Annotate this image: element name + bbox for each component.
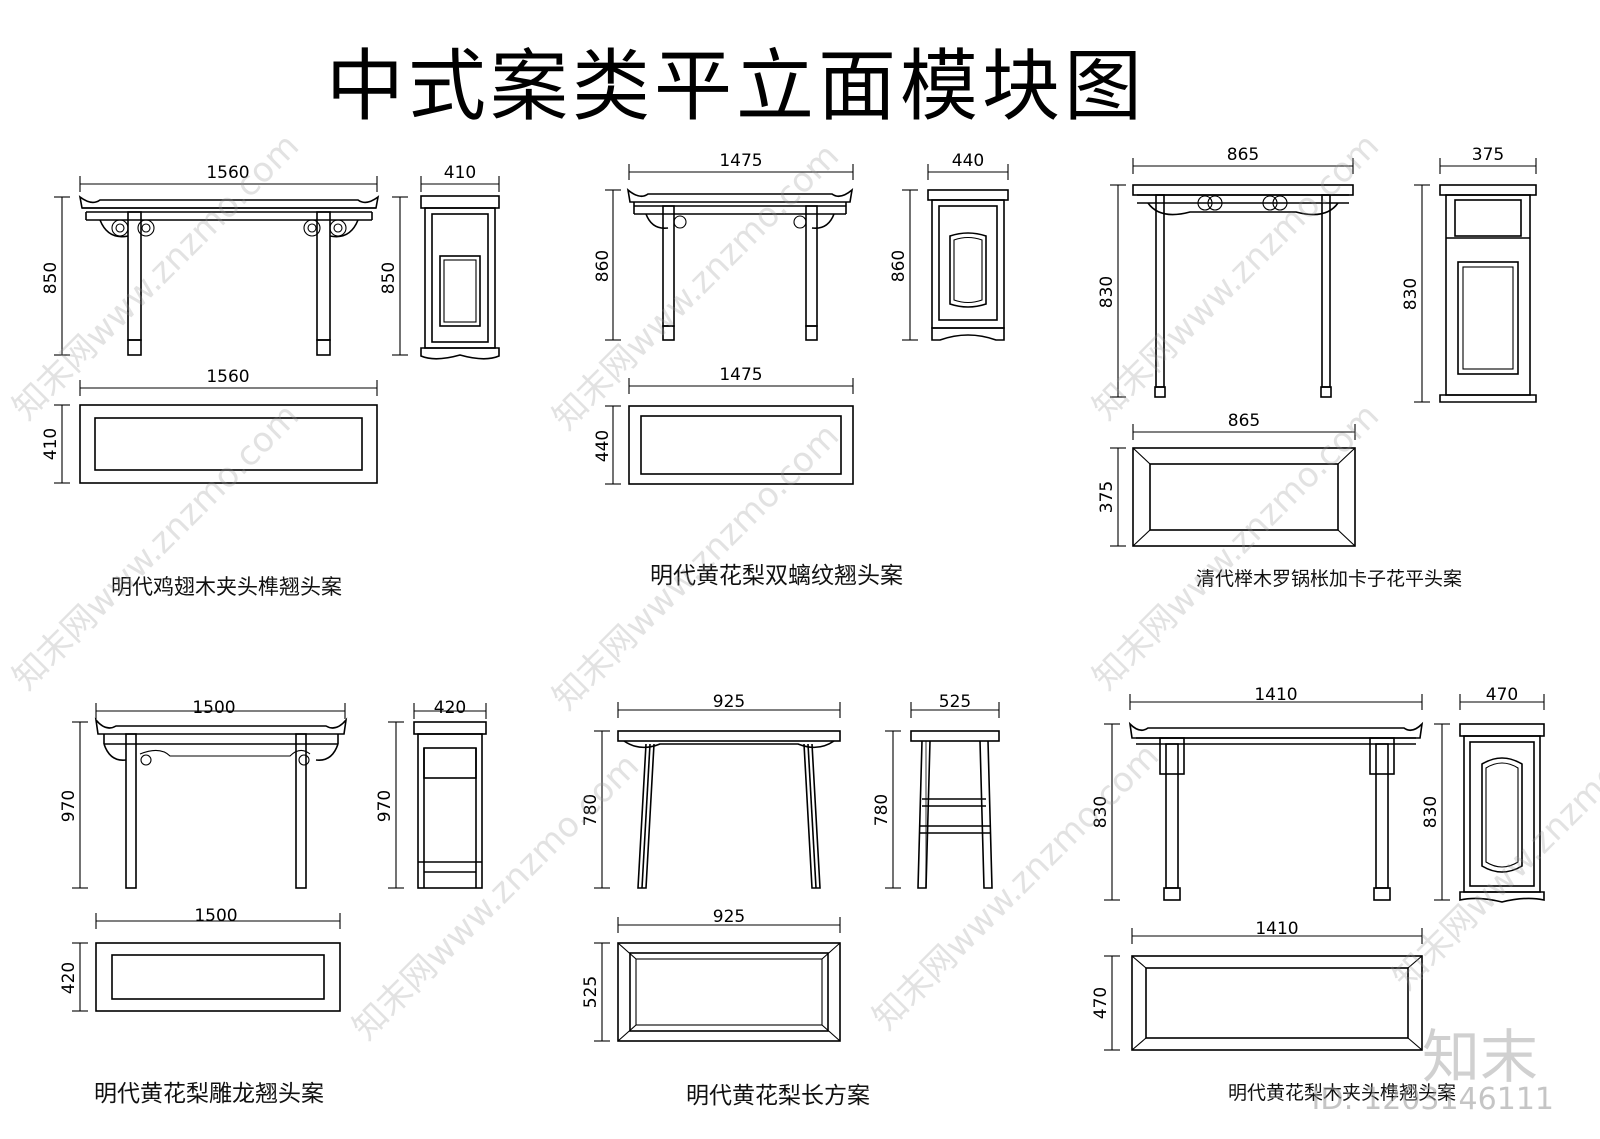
- m3-side-width: 375: [1472, 145, 1504, 165]
- module-5-plan: [617, 942, 841, 1042]
- m1-plan-width: 1560: [206, 367, 249, 387]
- m6-front-width: 1410: [1254, 685, 1297, 705]
- module-3-dimensions: 865 830 375 830 865 375: [1097, 145, 1537, 547]
- m6-side-height: 830: [1421, 796, 1441, 828]
- module-4-drawings: 1500 970 420 970 1500 420: [59, 698, 487, 1012]
- m6-plan-depth: 470: [1091, 987, 1111, 1019]
- module-1-side-elevation: [420, 195, 500, 360]
- m2-front-height: 860: [593, 250, 613, 282]
- m3-plan-depth: 375: [1097, 481, 1117, 513]
- module-1-front-elevation: [78, 195, 380, 356]
- module-6-dimensions: 1410 830 470 830 1410 470: [1091, 685, 1545, 1051]
- m4-plan-width: 1500: [194, 906, 237, 926]
- m4-side-width: 420: [434, 698, 466, 718]
- m1-front-width: 1560: [206, 163, 249, 183]
- m2-plan-depth: 440: [593, 430, 613, 462]
- module-3-side-elevation: [1439, 184, 1537, 403]
- module-4-side-elevation: [413, 721, 487, 889]
- module-1-plan: [79, 404, 378, 484]
- caption-module-1: 明代鸡翅木夹头榫翘头案: [111, 575, 342, 599]
- m5-plan-width: 925: [713, 907, 745, 927]
- module-4-front-elevation: [94, 717, 348, 889]
- module-6-plan: [1131, 955, 1423, 1051]
- m3-plan-width: 865: [1228, 411, 1260, 431]
- module-5-drawings: 925 780 525 780 925 525: [581, 692, 1000, 1042]
- module-3-front-elevation: [1132, 184, 1354, 398]
- caption-module-3: 清代榉木罗锅枨加卡子花平头案: [1196, 568, 1463, 590]
- m5-side-height: 780: [872, 794, 892, 826]
- m4-front-height: 970: [59, 790, 79, 822]
- m6-side-width: 470: [1486, 685, 1518, 705]
- caption-module-4: 明代黄花梨雕龙翘头案: [94, 1081, 324, 1107]
- m4-side-height: 970: [375, 790, 395, 822]
- module-1-dimensions: 1560 850 410 850 1560 410: [41, 163, 500, 484]
- m2-side-height: 860: [889, 250, 909, 282]
- image-id: ID: 1203146111: [1311, 1082, 1554, 1117]
- module-6-front-elevation: [1128, 721, 1424, 901]
- module-5-side-elevation: [910, 730, 1000, 889]
- m1-plan-depth: 410: [41, 428, 61, 460]
- module-2-front-elevation: [626, 188, 854, 341]
- brand-logo: 知末: [1421, 1023, 1538, 1091]
- m3-side-height: 830: [1401, 278, 1421, 310]
- m5-side-width: 525: [939, 692, 971, 712]
- module-2-plan: [628, 405, 854, 485]
- module-4-dimensions: 1500 970 420 970 1500 420: [59, 698, 487, 1012]
- module-1-drawings: 1560 850 410 850 1560 410: [41, 163, 500, 484]
- caption-module-6: 明代黄花梨木夹头榫翘头案: [1228, 1082, 1457, 1104]
- m1-front-height: 850: [41, 262, 61, 294]
- m5-front-width: 925: [713, 692, 745, 712]
- m1-side-width: 410: [444, 163, 476, 183]
- m3-front-height: 830: [1097, 276, 1117, 308]
- caption-module-2: 明代黄花梨双螭纹翘头案: [650, 563, 903, 589]
- m5-front-height: 780: [581, 794, 601, 826]
- m4-front-width: 1500: [192, 698, 235, 718]
- m5-plan-depth: 525: [581, 976, 601, 1008]
- module-6-drawings: 1410 830 470 830 1410 470: [1091, 685, 1545, 1051]
- module-6-side-elevation: [1459, 723, 1545, 903]
- m6-plan-width: 1410: [1255, 919, 1298, 939]
- m1-side-height: 850: [379, 262, 399, 294]
- module-3-drawings: 865 830 375 830 865 375: [1097, 145, 1537, 547]
- page-title: 中式案类平立面模块图: [326, 42, 1147, 132]
- module-2-dimensions: 1475 860 440 860 1475 440: [593, 151, 1009, 485]
- module-5-front-elevation: [617, 730, 841, 889]
- module-4-plan: [95, 942, 341, 1012]
- m2-plan-width: 1475: [719, 365, 762, 385]
- m2-side-width: 440: [952, 151, 984, 171]
- module-3-plan: [1132, 447, 1356, 547]
- m4-plan-depth: 420: [59, 962, 79, 994]
- m6-front-height: 830: [1091, 796, 1111, 828]
- caption-module-5: 明代黄花梨长方案: [686, 1083, 870, 1109]
- m3-front-width: 865: [1227, 145, 1259, 165]
- module-5-dimensions: 925 780 525 780 925 525: [581, 692, 1000, 1042]
- module-2-side-elevation: [927, 189, 1009, 341]
- m2-front-width: 1475: [719, 151, 762, 171]
- module-2-drawings: 1475 860 440 860 1475 440: [593, 151, 1009, 485]
